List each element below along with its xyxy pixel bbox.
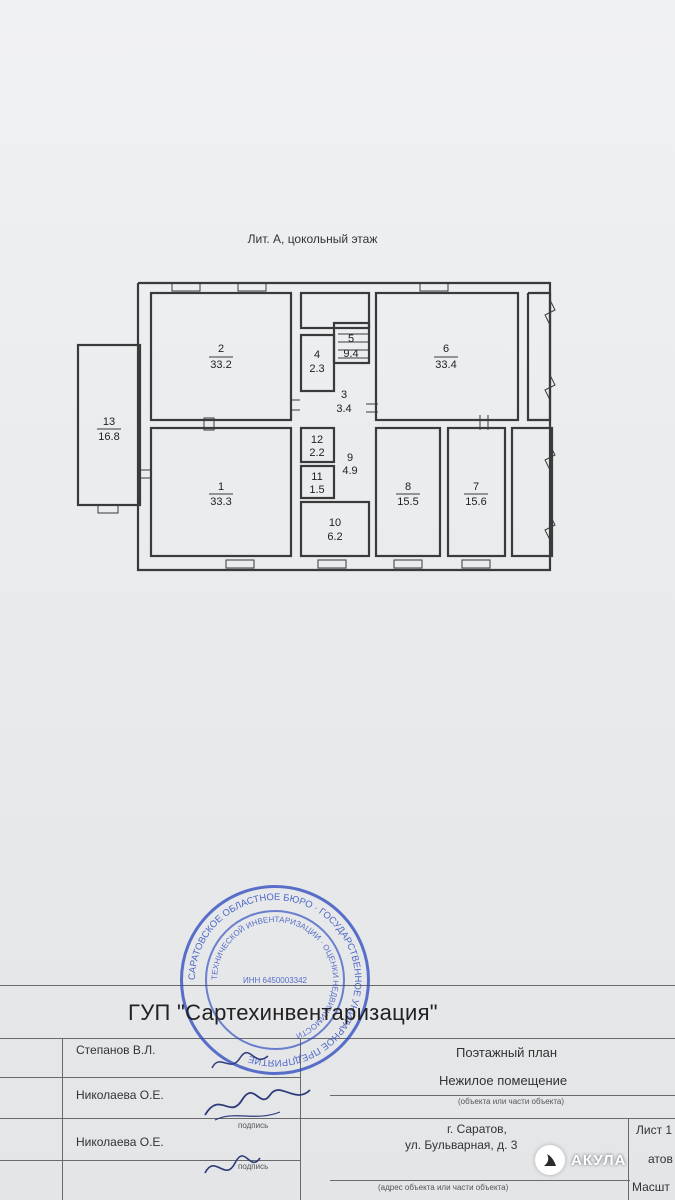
cut-label: атов <box>648 1152 673 1166</box>
signature-caption-2: подпись <box>238 1162 269 1171</box>
room-11-number: 11 <box>311 471 322 483</box>
room-1-number: 1 <box>218 481 224 493</box>
address-street: ул. Бульварная, д. 3 <box>405 1138 518 1152</box>
room-9-number: 9 <box>347 452 353 464</box>
plan-title: Лит. А, цокольный этаж <box>247 232 378 246</box>
room-1-area: 33.3 <box>210 496 231 508</box>
room-3-number: 3 <box>341 389 347 401</box>
room-2-area: 33.2 <box>210 359 231 371</box>
scale-label: Масшт <box>632 1180 670 1194</box>
signature-caption-1: подпись <box>238 1121 269 1130</box>
signature-scribble-2 <box>204 1155 261 1174</box>
room-9-area: 4.9 <box>342 465 357 477</box>
svg-text:ИНН 6450003342: ИНН 6450003342 <box>243 976 308 985</box>
room-7-area: 15.6 <box>465 496 486 508</box>
signature-scribble-3 <box>211 1051 269 1069</box>
address-caption: (адрес объекта или части объекта) <box>378 1183 509 1192</box>
room-13-area: 16.8 <box>98 431 119 443</box>
room-8-area: 15.5 <box>397 496 418 508</box>
object-name: Нежилое помещение <box>439 1073 568 1088</box>
brand-name: АКУЛА <box>571 1151 627 1169</box>
floor-plan: 2 33.2 1 33.3 13 16.8 4 2.3 5 9.4 3 3.4 … <box>76 281 556 572</box>
tb-line-4 <box>0 1118 675 1119</box>
room-4-number: 4 <box>314 349 320 361</box>
room-10-number: 10 <box>329 517 341 529</box>
sheet-label: Лист 1 <box>636 1123 673 1137</box>
document-type: Поэтажный план <box>456 1045 558 1060</box>
tb-line-3 <box>0 1077 300 1078</box>
plan-walls <box>76 281 556 572</box>
room-7-number: 7 <box>473 481 479 493</box>
room-11-area: 1.5 <box>309 484 324 496</box>
room-6-number: 6 <box>443 343 449 355</box>
tb-line-7 <box>330 1180 630 1181</box>
person-2: Николаева О.Е. <box>76 1088 164 1102</box>
tb-line-5 <box>0 1160 300 1161</box>
room-10-area: 6.2 <box>327 531 342 543</box>
shark-fin-icon <box>535 1145 565 1175</box>
person-1: Степанов В.Л. <box>76 1043 156 1057</box>
stamp-text-ring: САРАТОВСКОЕ ОБЛАСТНОЕ БЮРО · ГОСУДАРСТВЕ… <box>187 892 363 1068</box>
person-3: Николаева О.Е. <box>76 1135 164 1149</box>
room-4-area: 2.3 <box>309 363 324 375</box>
room-13-number: 13 <box>103 416 115 428</box>
organization-name: ГУП "Сартехинвентаризация" <box>128 1000 438 1025</box>
room-2-number: 2 <box>218 343 224 355</box>
object-caption: (объекта или части объекта) <box>458 1097 565 1106</box>
room-5-number: 5 <box>348 333 354 345</box>
room-5-area: 9.4 <box>343 348 358 360</box>
room-6-area: 33.4 <box>435 359 456 371</box>
brand-watermark: АКУЛА <box>535 1140 675 1180</box>
signature-scribble-1 <box>204 1089 311 1121</box>
room-labels: 2 33.2 1 33.3 13 16.8 4 2.3 5 9.4 3 3.4 … <box>97 333 488 543</box>
official-stamp: САРАТОВСКОЕ ОБЛАСТНОЕ БЮРО · ГОСУДАРСТВЕ… <box>180 885 370 1075</box>
tb-vline-3 <box>628 1118 629 1200</box>
room-3-area: 3.4 <box>336 403 351 415</box>
tb-vline-2 <box>300 1038 301 1200</box>
address-city: г. Саратов, <box>447 1122 507 1136</box>
tb-line-6 <box>330 1095 675 1096</box>
room-12-number: 12 <box>311 434 323 446</box>
room-8-number: 8 <box>405 481 411 493</box>
room-12-area: 2.2 <box>309 447 324 459</box>
tb-vline-1 <box>62 1038 63 1200</box>
